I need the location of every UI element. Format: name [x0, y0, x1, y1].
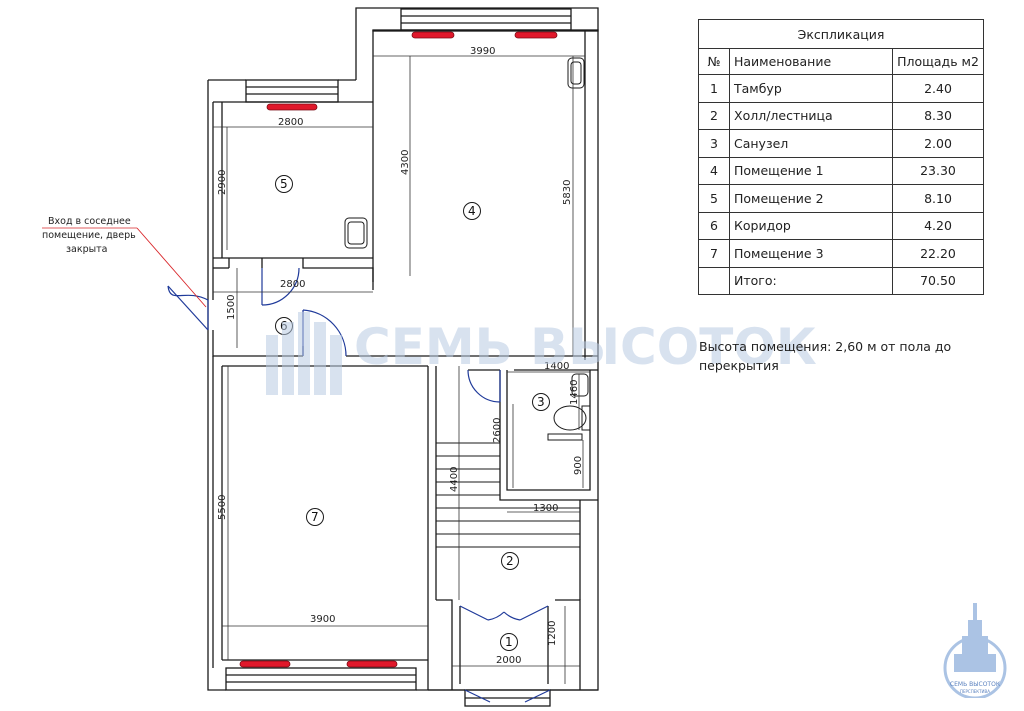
- radiator-room5: [266, 103, 318, 111]
- entrance-note-line1: Вход в соседнее: [48, 216, 131, 227]
- svg-text:1: 1: [505, 635, 513, 649]
- row-num: 2: [698, 101, 730, 130]
- entrance-door-bottom: [464, 689, 551, 707]
- entrance-note-line2: помещение, дверь: [42, 230, 136, 241]
- shower-tray: [547, 433, 583, 441]
- watermark: СЕМЬ ВЫСОТОК: [266, 312, 817, 395]
- dim-room5-depth: 2900: [217, 170, 228, 195]
- logo-text-sub: ПЕРСПЕКТИВА: [960, 689, 990, 694]
- row-name: Тамбур: [729, 74, 893, 103]
- dim-tambour-depth: 1200: [547, 621, 558, 646]
- row-name: Помещение 1: [729, 156, 893, 185]
- window-room5: [245, 79, 339, 103]
- dim-room7-depth: 5500: [217, 495, 228, 520]
- room-markers: 4 5 6 3 7 2 1: [275, 175, 550, 651]
- window-top-room4: [400, 8, 572, 31]
- row-area: 2.00: [892, 129, 984, 158]
- room-marker-4: 4: [463, 202, 481, 220]
- logo-text-main: СЕМЬ ВЫСОТОК: [950, 681, 1001, 688]
- dim-room4-depth-left: 4300: [400, 150, 411, 175]
- entrance-note-line3: закрыта: [66, 244, 108, 255]
- row-area: 2.40: [892, 74, 984, 103]
- dim-corridor-width: 2800: [280, 279, 305, 290]
- radiator-room7-left: [239, 660, 291, 668]
- dim-corridor-depth: 1500: [226, 295, 237, 320]
- dimension-lines: [213, 55, 590, 684]
- sink-icon: [571, 373, 589, 397]
- room-marker-5: 5: [275, 175, 293, 193]
- row-area: 8.30: [892, 101, 984, 130]
- header-num: №: [698, 48, 730, 75]
- room-marker-7: 7: [306, 508, 324, 526]
- room-marker-3: 3: [532, 393, 550, 411]
- dim-bath-depth-low: 900: [573, 456, 584, 475]
- table-total-row: Итого:70.50: [698, 266, 984, 295]
- dim-room4-depth-right: 5830: [562, 180, 573, 205]
- row-num: 5: [698, 184, 730, 213]
- sink-icon: [567, 57, 585, 89]
- dim-stair-depth: 2600: [492, 418, 503, 443]
- row-num: 7: [698, 239, 730, 268]
- row-area: 22.20: [892, 239, 984, 268]
- row-num: 4: [698, 156, 730, 185]
- explication-title: Экспликация: [698, 19, 984, 49]
- row-name: Санузел: [729, 129, 893, 158]
- dim-bath-depth-top: 1460: [569, 380, 580, 405]
- total-area: 70.50: [892, 266, 984, 295]
- row-name: Помещение 3: [729, 239, 893, 268]
- room-marker-1: 1: [500, 633, 518, 651]
- svg-text:4: 4: [468, 204, 476, 218]
- dimension-labels: 3990 4300 5830 2800 2900 2800 1500 1400 …: [217, 46, 584, 666]
- plumbing-fixtures: [344, 57, 591, 441]
- radiators: [239, 31, 558, 668]
- sink-icon: [344, 217, 368, 249]
- row-area: 8.10: [892, 184, 984, 213]
- toilet-icon: [553, 405, 591, 431]
- header-area: Площадь м2: [892, 48, 984, 75]
- svg-text:5: 5: [280, 177, 288, 191]
- room-marker-2: 2: [501, 552, 519, 570]
- dim-bath-width: 1400: [544, 361, 569, 372]
- brand-logo: СЕМЬ ВЫСОТОК ПЕРСПЕКТИВА: [943, 603, 1007, 698]
- svg-text:3: 3: [537, 395, 545, 409]
- entrance-annotation: Вход в соседнее помещение, дверь закрыта: [42, 216, 207, 308]
- watermark-text: СЕМЬ ВЫСОТОК: [354, 318, 817, 376]
- header-name: Наименование: [729, 48, 893, 75]
- row-num: 6: [698, 211, 730, 240]
- svg-text:2: 2: [506, 554, 514, 568]
- radiator-room4-right: [514, 31, 558, 39]
- radiator-room4-left: [411, 31, 455, 39]
- row-area: 4.20: [892, 211, 984, 240]
- total-label: Итого:: [729, 266, 893, 295]
- ceiling-height-note: Высота помещения: 2,60 м от пола до пере…: [699, 339, 952, 373]
- staircase: [436, 442, 580, 548]
- row-area: 23.30: [892, 156, 984, 185]
- row-name: Коридор: [729, 211, 893, 240]
- row-name: Холл/лестница: [729, 101, 893, 130]
- window-room7: [225, 667, 417, 691]
- svg-text:7: 7: [311, 510, 319, 524]
- outer-walls: [207, 7, 599, 691]
- dim-bath-bottom-width: 1300: [533, 503, 558, 514]
- row-name: Помещение 2: [729, 184, 893, 213]
- dim-room7-width: 3900: [310, 614, 335, 625]
- dim-room5-width: 2800: [278, 117, 303, 128]
- row-num: 1: [698, 74, 730, 103]
- dim-hall-depth: 4400: [449, 467, 460, 492]
- row-num: 3: [698, 129, 730, 158]
- dim-tambour-width: 2000: [496, 655, 521, 666]
- dim-room4-width: 3990: [470, 46, 495, 57]
- radiator-room7-right: [346, 660, 398, 668]
